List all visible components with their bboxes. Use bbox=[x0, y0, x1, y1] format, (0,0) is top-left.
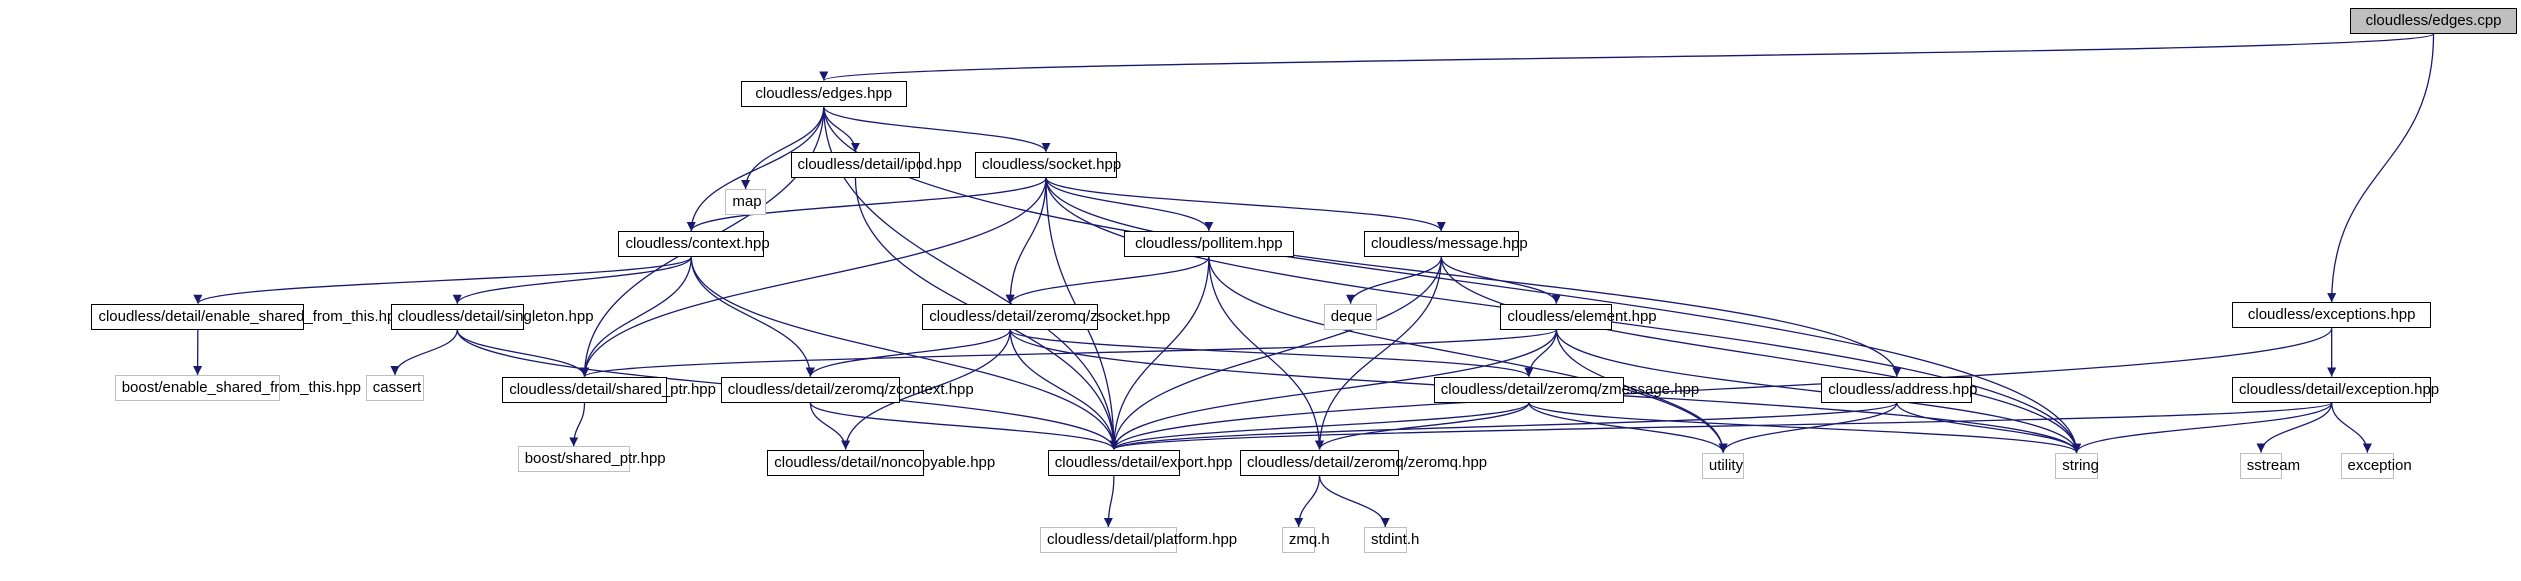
edge-socket_hpp-to-context_hpp bbox=[686, 177, 1047, 232]
node-ipod-hpp[interactable]: cloudless/detail/ipod.hpp bbox=[790, 151, 962, 178]
node-stdint-h: stdint.h bbox=[1364, 527, 1419, 553]
node-exception-hpp[interactable]: cloudless/detail/exception.hpp bbox=[2232, 376, 2439, 403]
edge-zmessage_hpp-to-zeromq_hpp bbox=[1315, 402, 1530, 450]
edge-edges_cpp-to-edges_hpp bbox=[819, 33, 2435, 82]
edge-message_hpp-to-string bbox=[1440, 256, 2082, 453]
edge-zmessage_hpp-to-string bbox=[1528, 402, 2081, 454]
edge-context_hpp-to-esft_hpp bbox=[193, 256, 692, 305]
edge-element_hpp-to-string bbox=[1555, 329, 2082, 453]
node-shared-ptr-hpp[interactable]: cloudless/detail/shared_ptr.hpp bbox=[502, 376, 716, 403]
edge-pollitem_hpp-to-export_hpp bbox=[1109, 256, 1210, 450]
node-string: string bbox=[2055, 452, 2099, 479]
edge-exception_hpp-to-string bbox=[2072, 402, 2333, 453]
edge-edges_hpp-to-map bbox=[741, 106, 825, 190]
node-pollitem-hpp[interactable]: cloudless/pollitem.hpp bbox=[1123, 230, 1294, 257]
node-edges-cpp[interactable]: cloudless/edges.cpp bbox=[2350, 7, 2517, 34]
node-boost-enable-shared-from-this: boost/enable_shared_from_this.hpp bbox=[114, 375, 361, 402]
edge-address_hpp-to-string bbox=[1896, 402, 2082, 453]
edge-message_hpp-to-element_hpp bbox=[1440, 256, 1561, 304]
node-element-hpp[interactable]: cloudless/element.hpp bbox=[1500, 303, 1657, 330]
edge-context_hpp-to-zcontext_hpp bbox=[690, 256, 815, 377]
edge-socket_hpp-to-zsocket_hpp bbox=[1005, 177, 1047, 304]
edge-context_hpp-to-singleton_hpp bbox=[452, 256, 692, 305]
node-exceptions-hpp[interactable]: cloudless/exceptions.hpp bbox=[2232, 302, 2432, 329]
node-boost-shared-ptr: boost/shared_ptr.hpp bbox=[517, 446, 666, 473]
node-zsocket-hpp[interactable]: cloudless/detail/zeromq/zsocket.hpp bbox=[922, 303, 1170, 330]
edge-zsocket_hpp-to-noncopyable_hpp bbox=[841, 329, 1011, 450]
node-message-hpp[interactable]: cloudless/message.hpp bbox=[1364, 230, 1528, 257]
edge-edges_cpp-to-exceptions_hpp bbox=[2327, 33, 2435, 303]
edge-address_hpp-to-utility bbox=[1718, 402, 1898, 453]
edge-context_hpp-to-shared_ptr_hpp bbox=[579, 256, 692, 377]
edge-socket_hpp-to-shared_ptr_hpp bbox=[580, 177, 1047, 377]
edge-zsocket_hpp-to-export_hpp bbox=[1009, 329, 1119, 450]
node-deque: deque bbox=[1323, 303, 1378, 330]
edge-message_hpp-to-zeromq_hpp bbox=[1314, 256, 1442, 450]
node-map: map bbox=[725, 189, 766, 216]
edge-socket_hpp-to-message_hpp bbox=[1045, 177, 1446, 232]
edge-zeromq_hpp-to-stdint_h bbox=[1318, 475, 1390, 528]
edge-zcontext_hpp-to-export_hpp bbox=[809, 402, 1119, 450]
edge-edges_hpp-to-context_hpp bbox=[686, 106, 825, 231]
edge-export_hpp-to-platform_hpp bbox=[1103, 475, 1115, 528]
edge-singleton_hpp-to-shared_ptr_hpp bbox=[456, 329, 590, 377]
edge-zcontext_hpp-to-noncopyable_hpp bbox=[809, 402, 851, 450]
edge-exceptions_hpp-to-export_hpp bbox=[1109, 328, 2333, 450]
node-sstream: sstream bbox=[2239, 452, 2300, 479]
node-enable-shared-from-this-hpp[interactable]: cloudless/detail/enable_shared_from_this… bbox=[91, 303, 404, 330]
edge-element_hpp-to-export_hpp bbox=[1109, 329, 1558, 450]
edge-pollitem_hpp-to-utility bbox=[1208, 256, 1728, 453]
edge-socket_hpp-to-pollitem_hpp bbox=[1045, 177, 1214, 232]
node-utility: utility bbox=[1701, 452, 1745, 479]
node-zmq-h: zmq.h bbox=[1281, 527, 1330, 553]
edge-zeromq_hpp-to-zmq_h bbox=[1294, 475, 1321, 528]
edge-shared_ptr_hpp-to-boost_sp bbox=[569, 402, 586, 447]
edge-zsocket_hpp-to-zmessage_hpp bbox=[1009, 329, 1534, 378]
node-edges-hpp[interactable]: cloudless/edges.hpp bbox=[740, 80, 907, 107]
edge-singleton_hpp-to-cassert bbox=[390, 329, 458, 376]
edge-context_hpp-to-export_hpp bbox=[690, 256, 1119, 450]
node-export-hpp[interactable]: cloudless/detail/export.hpp bbox=[1047, 449, 1232, 476]
edge-exception_hpp-to-exception bbox=[2331, 402, 2372, 453]
node-zmessage-hpp[interactable]: cloudless/detail/zeromq/zmessage.hpp bbox=[1433, 376, 1699, 403]
edge-address_hpp-to-export_hpp bbox=[1109, 402, 1898, 451]
node-zcontext-hpp[interactable]: cloudless/detail/zeromq/zcontext.hpp bbox=[720, 376, 974, 403]
edge-edges_hpp-to-ipod_hpp bbox=[823, 106, 860, 152]
edge-zsocket_hpp-to-zcontext_hpp bbox=[805, 329, 1011, 377]
edge-message_hpp-to-deque bbox=[1346, 256, 1442, 304]
edge-zmessage_hpp-to-export_hpp bbox=[1109, 402, 1530, 451]
edge-element_hpp-to-utility bbox=[1555, 329, 1728, 453]
edge-socket_hpp-to-address_hpp bbox=[1045, 177, 1902, 377]
node-exception: exception bbox=[2340, 452, 2412, 479]
edge-pollitem_hpp-to-zsocket_hpp bbox=[1005, 256, 1210, 305]
edge-exception_hpp-to-export_hpp bbox=[1109, 402, 2333, 451]
node-context-hpp[interactable]: cloudless/context.hpp bbox=[618, 230, 770, 257]
node-address-hpp[interactable]: cloudless/address.hpp bbox=[1821, 376, 1978, 403]
node-platform-hpp: cloudless/detail/platform.hpp bbox=[1040, 527, 1237, 553]
node-zeromq-hpp[interactable]: cloudless/detail/zeromq/zeromq.hpp bbox=[1240, 449, 1487, 476]
node-noncopyable-hpp[interactable]: cloudless/detail/noncopyable.hpp bbox=[767, 449, 995, 476]
edge-edges_hpp-to-socket_hpp bbox=[823, 106, 1051, 153]
node-socket-hpp[interactable]: cloudless/socket.hpp bbox=[974, 151, 1121, 178]
node-singleton-hpp[interactable]: cloudless/detail/singleton.hpp bbox=[390, 303, 594, 330]
edge-exception_hpp-to-sstream bbox=[2256, 402, 2333, 453]
edge-element_hpp-to-shared_ptr_hpp bbox=[580, 329, 1558, 378]
node-cassert: cassert bbox=[365, 375, 425, 402]
edge-element_hpp-to-zmessage_hpp bbox=[1524, 329, 1558, 377]
